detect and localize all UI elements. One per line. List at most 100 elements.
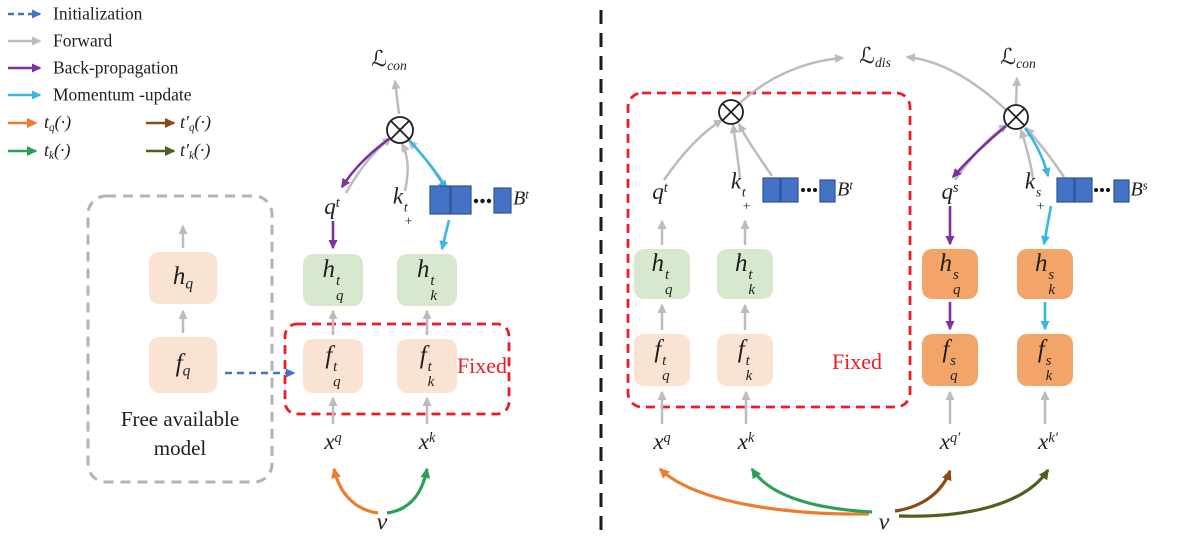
queue-cell <box>1074 177 1093 203</box>
queue-left <box>429 185 512 215</box>
backprop-arrows <box>328 125 1007 331</box>
forward-arrow-k-to-product <box>1019 128 1035 179</box>
forward-arrow-q-to-product <box>662 118 724 181</box>
queue-cell <box>819 179 836 203</box>
aug-tq-arrow <box>331 467 379 515</box>
label-x-k-prime: xk′ <box>1038 429 1058 454</box>
aug-tk-prime-arrow <box>898 468 1050 518</box>
aug-tq-prime-arrow <box>894 469 952 513</box>
legend-label-tq-prime: t′q(·) <box>180 111 212 135</box>
queue-dots <box>473 198 492 204</box>
forward-arrow-queue-to-product <box>1024 126 1066 178</box>
fixed-dashed-box-left <box>283 322 511 416</box>
legend-label-momentum: Momentum -update <box>53 84 192 105</box>
label-queue-b-s: Bs <box>1130 178 1148 201</box>
box-f-q: fq <box>149 337 217 393</box>
label-v-left: v <box>376 509 388 536</box>
queue-dots <box>801 188 817 192</box>
box-f-q-label: fq <box>175 349 191 380</box>
forward-arrow-q-to-product <box>344 136 393 194</box>
queue-cell <box>493 187 512 214</box>
multiply-icon-student <box>1003 104 1029 130</box>
label-queue-b-t-left: Bt <box>513 187 529 210</box>
legend-label-forward: Forward <box>53 30 113 51</box>
legend-label-tk: tk(·) <box>44 139 71 163</box>
label-loss-dis: ℒdis <box>859 43 891 70</box>
memory-queues <box>429 177 1130 215</box>
backprop-arrow <box>952 125 1007 179</box>
augmentation-arrows <box>331 467 1050 518</box>
aug-tk-arrow <box>750 467 873 514</box>
label-queue-b-t-teacher: Bt <box>837 178 853 201</box>
legend-label-tq: tq(·) <box>44 111 72 135</box>
queue-student <box>1056 177 1130 203</box>
box-h-q-label: hq <box>172 262 194 293</box>
forward-arrows <box>178 53 1066 424</box>
legend-label-tk-prime: t′k(·) <box>180 139 211 163</box>
forward-arrow-queue-to-product <box>737 122 774 177</box>
queue-cell <box>780 177 799 203</box>
label-x-q-left: xq <box>324 429 342 454</box>
label-v-right: v <box>878 509 890 536</box>
momentum-arrow <box>1041 205 1053 246</box>
multiply-icon-teacher <box>718 99 744 125</box>
multiply-icons <box>386 99 1029 144</box>
momentum-arrow <box>1023 127 1051 178</box>
label-x-q-prime: xq′ <box>939 429 961 454</box>
label-q-t-left: qt <box>324 194 340 219</box>
queue-cell <box>429 185 451 215</box>
label-loss-con-left: ℒcon <box>371 46 407 73</box>
legend-label-backprop: Back-propagation <box>53 57 179 78</box>
forward-arrow-k-to-product <box>400 142 410 192</box>
legend-label-initialization: Initialization <box>53 3 143 24</box>
label-loss-con-right: ℒcon <box>1000 44 1036 71</box>
forward-arrow-to-distill-loss <box>739 54 845 104</box>
label-q-t-teacher: qt <box>652 179 668 204</box>
label-x-q-teacher: xq <box>653 429 671 454</box>
forward-arrow-to-distill-loss <box>905 53 1007 111</box>
aug-tk-arrow <box>386 467 431 515</box>
momentum-arrow <box>408 139 448 191</box>
queue-teacher <box>762 177 836 203</box>
queue-cell <box>762 177 781 203</box>
backprop-arrow <box>340 137 390 189</box>
free-model-dashed-box <box>86 194 274 484</box>
label-q-s: qs <box>941 179 959 204</box>
aug-tq-arrow <box>658 467 870 516</box>
momentum-arrows <box>408 127 1053 331</box>
forward-arrow-to-loss <box>391 79 401 115</box>
label-x-k-teacher: xk <box>737 429 755 454</box>
forward-arrow-k-to-product <box>729 123 742 179</box>
free-model-caption: Free available model <box>120 407 240 461</box>
box-h-q: hq <box>149 252 217 304</box>
multiply-icon-left <box>386 116 414 144</box>
momentum-arrow <box>439 219 451 251</box>
label-x-k-left: xk <box>418 429 436 454</box>
queue-cell <box>450 185 472 215</box>
queue-dots <box>1094 188 1110 192</box>
legend-arrows <box>8 9 176 156</box>
